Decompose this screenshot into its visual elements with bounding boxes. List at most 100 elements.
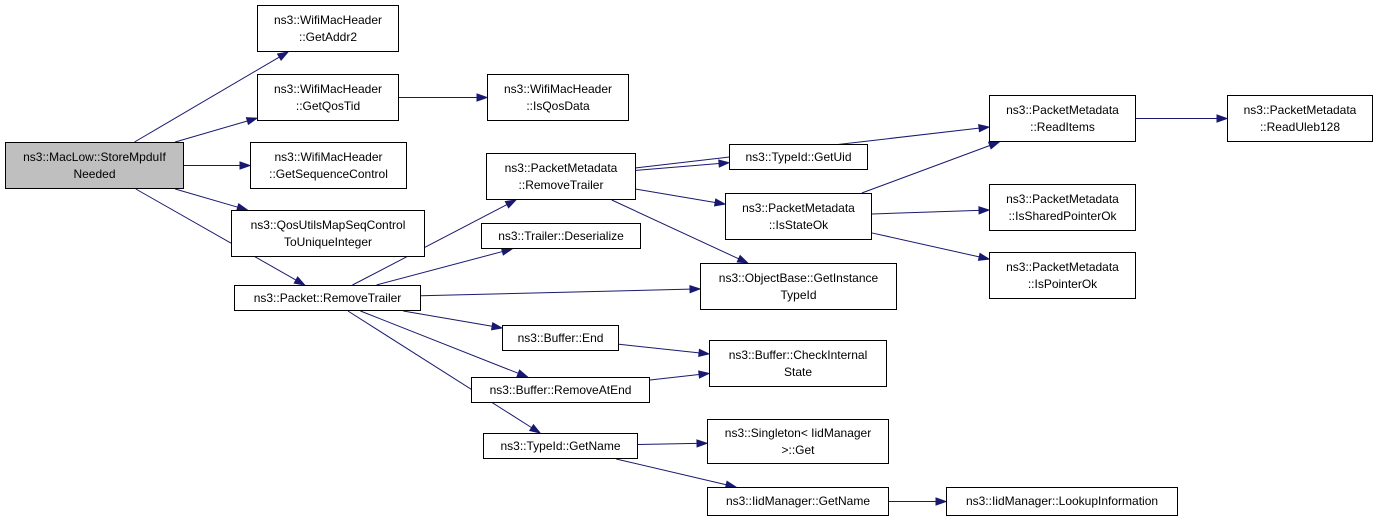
edge-line [376, 251, 503, 286]
edge-iid_getname-to-iid_lookup [889, 497, 948, 506]
node-label-line: ns3::PacketMetadata [1006, 191, 1119, 206]
node-label-line: ns3::Buffer::CheckInternal [728, 347, 868, 362]
node-label-line: ns3::QosUtilsMapSeqControl [250, 217, 406, 232]
node-typeid-getuid[interactable]: ns3::TypeId::GetUid [729, 144, 868, 170]
node-label-line: Needed [73, 166, 116, 181]
node-packetmetadata-issharedpointerok[interactable]: ns3::PacketMetadata ::IsSharedPointerOk [989, 184, 1136, 231]
node-root-storempduifneeded: ns3::MacLow::StoreMpduIf Needed [5, 142, 184, 189]
node-label-line: TypeId [780, 287, 817, 302]
arrowhead [239, 161, 252, 170]
edge-packet_removetrailer-to-buffer_removeatend [360, 310, 529, 378]
node-label-line: ::IsPointerOk [1027, 276, 1098, 291]
arrowhead [713, 198, 727, 207]
node-packetmetadata-ispointerok[interactable]: ns3::PacketMetadata ::IsPointerOk [989, 252, 1136, 299]
node-objectbase-getinstancetypeid[interactable]: ns3::ObjectBase::GetInstance TypeId [700, 263, 897, 310]
edge-line [637, 442, 698, 446]
node-label-line: ::RemoveTrailer [518, 177, 604, 192]
arrowhead [736, 254, 750, 264]
arrowhead [504, 199, 518, 209]
node-label-line: ::GetQosTid [295, 98, 361, 113]
arrowhead [528, 423, 542, 434]
node-label-line: ns3::PacketMetadata [1243, 102, 1357, 117]
node-singleton-iidmanager-get[interactable]: ns3::Singleton< IidManager >::Get [707, 419, 889, 464]
node-label-line: ns3::TypeId::GetUid [745, 149, 852, 164]
node-label-line: ns3::Buffer::RemoveAtEnd [489, 382, 632, 397]
arrowhead [476, 93, 489, 102]
edge-typeid_getname-to-iid_getname [616, 458, 738, 489]
edge-pm_removetrailer-to-objbase_getinst [611, 199, 750, 264]
edge-pm_removetrailer-to-pm_isstateok [635, 188, 727, 207]
node-label-line: ::IsSharedPointerOk [1008, 208, 1117, 223]
arrowhead [935, 497, 948, 506]
node-wifimacheader-isqosdata[interactable]: ns3::WifiMacHeader ::IsQosData [487, 74, 629, 121]
node-label-line: ns3::IidManager::GetName [725, 494, 871, 508]
node-iidmanager-getname[interactable]: ns3::IidManager::GetName [707, 487, 889, 516]
node-label-line: ns3::Singleton< IidManager [724, 425, 872, 440]
node-label-line: ns3::MacLow::StoreMpduIf [23, 149, 166, 164]
node-label-line: ::GetAddr2 [298, 29, 358, 44]
edge-line [871, 209, 980, 215]
edge-line [618, 343, 700, 354]
edge-line [616, 458, 727, 486]
edge-typeid_getname-to-singleton_get [637, 439, 709, 448]
edge-line [347, 310, 532, 429]
edge-pm_isstateok-to-pm_isptr [871, 232, 991, 261]
edge-packet_removetrailer-to-pm_removetrailer [352, 199, 518, 286]
node-label-line: ns3::PacketMetadata [1006, 259, 1119, 274]
node-packetmetadata-readuleb128[interactable]: ns3::PacketMetadata ::ReadUleb128 [1227, 95, 1373, 142]
node-wifimacheader-getaddr2[interactable]: ns3::WifiMacHeader ::GetAddr2 [257, 5, 399, 52]
node-buffer-removeatend[interactable]: ns3::Buffer::RemoveAtEnd [471, 377, 650, 403]
node-label-line: ToUniqueInteger [283, 234, 373, 249]
edge-pm_isstateok-to-pm_issharedptr [871, 206, 991, 215]
node-label-line: ns3::IidManager::LookupInformation [965, 494, 1159, 508]
edge-line [420, 288, 691, 297]
edge-pm_readitems-to-pm_readuleb [1136, 114, 1229, 123]
node-typeid-getname[interactable]: ns3::TypeId::GetName [483, 433, 638, 459]
node-iidmanager-lookupinformation[interactable]: ns3::IidManager::LookupInformation [946, 487, 1178, 516]
node-label-line: ::GetSequenceControl [269, 166, 388, 181]
edge-line [861, 145, 990, 194]
edge-packet_removetrailer-to-typeid_getname [347, 310, 542, 434]
node-wifimacheader-getsequencecontrol[interactable]: ns3::WifiMacHeader ::GetSequenceControl [250, 142, 407, 189]
arrowhead [490, 322, 504, 331]
arrowhead [987, 141, 1001, 150]
arrowhead [718, 159, 731, 168]
arrowhead [978, 206, 991, 215]
arrowhead [500, 247, 514, 256]
edge-line [175, 120, 248, 143]
node-buffer-checkinternalstate[interactable]: ns3::Buffer::CheckInternal State [709, 340, 887, 387]
node-label-line: ns3::Buffer::End [517, 330, 604, 345]
edge-pm_isstateok-to-pm_readitems [861, 141, 1001, 194]
node-label-line: ns3::PacketMetadata [1006, 102, 1119, 117]
node-packet-removetrailer[interactable]: ns3::Packet::RemoveTrailer [234, 285, 421, 311]
edge-line [134, 56, 280, 143]
node-label-line: ::ReadUleb128 [1259, 119, 1341, 134]
node-label-line: ns3::WifiMacHeader [274, 149, 383, 164]
edge-line [352, 204, 508, 286]
edge-buffer_end-to-buffer_checkinternal [618, 343, 711, 358]
node-label-line: ns3::Packet::RemoveTrailer [253, 290, 402, 305]
node-label-line: ::IsStateOk [768, 217, 829, 232]
edge-buffer_removeatend-to-buffer_checkinternal [649, 370, 711, 381]
edge-root-to-wifi_getseqctrl [184, 161, 252, 170]
node-packetmetadata-isstateok[interactable]: ns3::PacketMetadata ::IsStateOk [725, 193, 872, 240]
edge-line [635, 163, 720, 171]
node-packetmetadata-removetrailer[interactable]: ns3::PacketMetadata ::RemoveTrailer [486, 153, 636, 200]
node-trailer-deserialize[interactable]: ns3::Trailer::Deserialize [481, 223, 641, 249]
node-label-line: ns3::Trailer::Deserialize [498, 228, 624, 243]
node-label-line: ns3::WifiMacHeader [273, 81, 383, 96]
node-buffer-end[interactable]: ns3::Buffer::End [502, 325, 619, 351]
node-label-line: ns3::PacketMetadata [504, 160, 618, 175]
node-qosutils-mapseqcontrol[interactable]: ns3::QosUtilsMapSeqControl ToUniqueInteg… [231, 210, 425, 257]
arrowhead [698, 370, 711, 379]
edge-root-to-packet_removetrailer [135, 188, 306, 286]
node-label-line: ns3::WifiMacHeader [503, 81, 613, 96]
edge-line [403, 310, 493, 327]
edge-line [635, 188, 716, 203]
node-wifimacheader-getqostid[interactable]: ns3::WifiMacHeader ::GetQosTid [257, 74, 399, 121]
edge-line [175, 188, 238, 208]
node-packetmetadata-readitems[interactable]: ns3::PacketMetadata ::ReadItems [989, 95, 1136, 142]
arrowhead [276, 51, 290, 61]
